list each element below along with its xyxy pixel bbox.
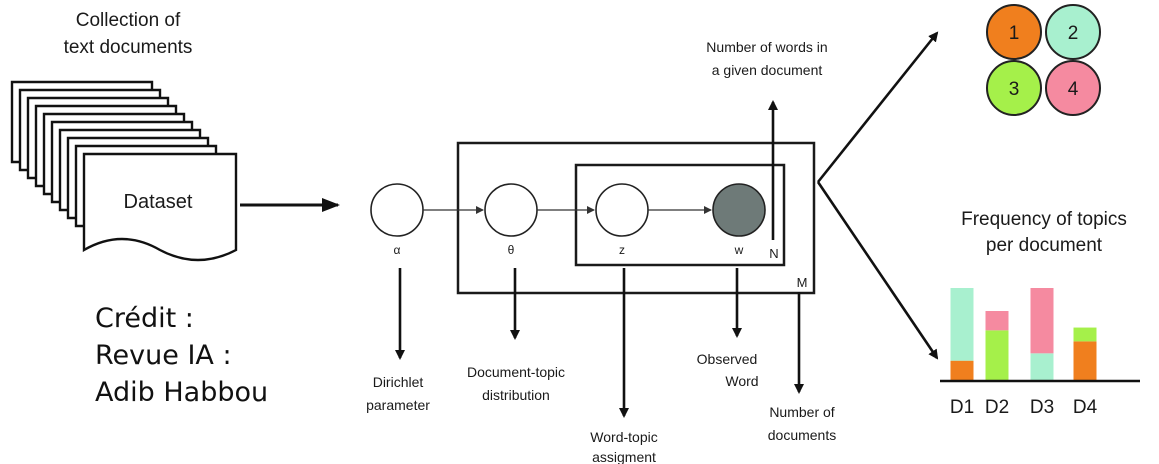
bar-segment-d2-topic-3 bbox=[985, 330, 1009, 380]
doc-topic-line-1: Document-topic bbox=[467, 364, 565, 380]
topic-label-4: 4 bbox=[1068, 79, 1079, 100]
z-symbol: z bbox=[619, 243, 625, 257]
bar-segment-d1-topic-1 bbox=[950, 360, 974, 380]
topic-circle-1 bbox=[986, 4, 1042, 60]
word-topic-line-2: assigment bbox=[592, 449, 656, 464]
credit-block: Crédit : Revue IA : Adib Habbou bbox=[95, 303, 268, 408]
chart-bars bbox=[950, 288, 1097, 380]
document-plate-label: M bbox=[797, 275, 808, 290]
bar-segment-d2-topic-4 bbox=[985, 311, 1009, 331]
dataset-document bbox=[82, 152, 238, 262]
doc-topic-line-2: distribution bbox=[482, 387, 550, 403]
tick-label-d4: D4 bbox=[1073, 397, 1098, 418]
topic-label-2: 2 bbox=[1068, 23, 1079, 44]
observed-line-1: Observed bbox=[697, 351, 758, 367]
frequency-title-line-1: Frequency of topics bbox=[961, 209, 1127, 230]
collection-title-line-2: text documents bbox=[64, 37, 193, 58]
topic-circle-3 bbox=[986, 60, 1042, 116]
alpha-symbol: α bbox=[394, 243, 401, 257]
document-plate bbox=[456, 141, 816, 295]
frequency-title-line-2: per document bbox=[986, 235, 1103, 256]
doc-topic-label: Document-topic distribution bbox=[467, 364, 565, 403]
tick-label-d1: D1 bbox=[950, 397, 974, 418]
num-docs-line-1: Number of bbox=[769, 404, 834, 420]
word-topic-label: Word-topic assigment bbox=[590, 429, 657, 464]
dirichlet-line-2: parameter bbox=[366, 397, 430, 413]
topic-label-1: 1 bbox=[1009, 23, 1020, 44]
tick-label-d3: D3 bbox=[1030, 397, 1054, 418]
to-topics-arrow bbox=[816, 31, 939, 183]
num-docs-label: Number of documents bbox=[768, 404, 836, 443]
dataset-label: Dataset bbox=[124, 191, 193, 213]
observed-line-2: Word bbox=[725, 373, 758, 389]
topic-circle-2 bbox=[1045, 4, 1101, 60]
theta-symbol: θ bbox=[508, 243, 515, 257]
w-symbol: w bbox=[734, 243, 744, 257]
bar-segment-d1-topic-2 bbox=[950, 288, 974, 361]
credit-line-2: Revue IA : bbox=[95, 340, 232, 371]
topic-circles: 1 2 3 4 bbox=[986, 4, 1101, 116]
words-in-doc-line-1: Number of words in bbox=[706, 39, 827, 55]
words-in-doc-line-2: a given document bbox=[712, 62, 823, 78]
collection-title-line-1: Collection of bbox=[76, 10, 181, 31]
bar-segment-d4-topic-3 bbox=[1073, 327, 1097, 342]
bar-segment-d3-topic-2 bbox=[1030, 353, 1054, 380]
collection-title: Collection of text documents bbox=[64, 10, 193, 58]
observed-word-node bbox=[712, 183, 766, 237]
document-stack: Dataset bbox=[10, 80, 238, 262]
z-node bbox=[595, 183, 649, 237]
chart-tick-labels: D1 D2 D3 D4 bbox=[950, 397, 1098, 418]
credit-line-1: Crédit : bbox=[95, 303, 194, 334]
theta-node bbox=[484, 183, 538, 237]
bar-segment-d4-topic-1 bbox=[1073, 341, 1097, 380]
alpha-node bbox=[370, 183, 424, 237]
topic-circle-4 bbox=[1045, 60, 1101, 116]
topic-label-3: 3 bbox=[1009, 79, 1020, 100]
dirichlet-line-1: Dirichlet bbox=[373, 374, 424, 390]
to-frequency-arrow bbox=[816, 181, 939, 360]
bar-segment-d3-topic-4 bbox=[1030, 288, 1054, 354]
observed-word-label: Observed Word bbox=[697, 351, 759, 389]
tick-label-d2: D2 bbox=[985, 397, 1009, 418]
credit-line-3: Adib Habbou bbox=[95, 377, 268, 408]
word-topic-line-1: Word-topic bbox=[590, 429, 657, 445]
num-docs-line-2: documents bbox=[768, 427, 836, 443]
word-plate-label: N bbox=[769, 246, 778, 261]
dirichlet-label: Dirichlet parameter bbox=[366, 374, 430, 413]
word-plate bbox=[574, 163, 786, 267]
words-in-doc-label: Number of words in a given document bbox=[706, 39, 827, 78]
